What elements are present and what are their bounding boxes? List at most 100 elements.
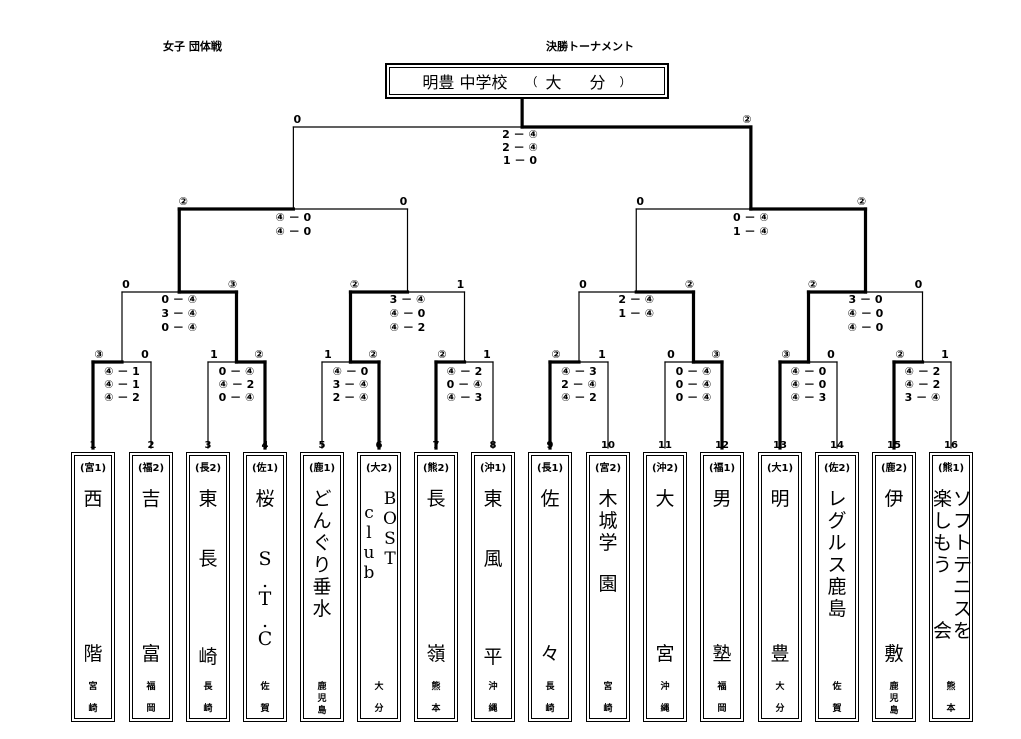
r1-match-score: 0 － ④ — [676, 365, 712, 378]
team-location: 宮 崎 — [88, 682, 98, 714]
team-box: (熊1)ソフトテニスを楽しもう会熊 本 — [929, 452, 973, 722]
team-pref-seed: (熊2) — [422, 463, 450, 474]
team-number: 5 — [318, 440, 326, 451]
team-number: 4 — [261, 440, 269, 451]
r2-match-score: 0 － ④ — [161, 321, 197, 334]
r1-match-label-right: 0 — [827, 348, 835, 361]
r2-match-label-left: ② — [350, 278, 359, 291]
sf-match-label-right: ② — [857, 195, 866, 208]
team-pref-seed: (宮2) — [594, 463, 622, 474]
r1-match-score: ④ － 0 — [333, 365, 369, 378]
team-box: (熊2) 長嶺熊 本 — [414, 452, 458, 722]
team-number: 3 — [204, 440, 212, 451]
team-box: (沖1) 東風平沖 縄 — [471, 452, 515, 722]
r1-match-label-left: ② — [551, 348, 560, 361]
team-name: 明豊 — [770, 488, 790, 665]
team-pref-seed: (長1) — [536, 463, 564, 474]
r1-match-score: 2 － ④ — [561, 378, 597, 391]
r2-match-label-right: ③ — [228, 278, 237, 291]
team-location: 福 岡 — [146, 682, 156, 714]
team-pref-seed: (長2) — [194, 463, 222, 474]
team-name: 吉富 — [141, 488, 161, 665]
team-pref-seed: (佐2) — [823, 463, 851, 474]
sf-match-score: 0 － ④ — [733, 211, 769, 224]
team-number: 9 — [546, 440, 554, 451]
team-location: 佐 賀 — [260, 682, 270, 714]
team-pref-seed: (沖2) — [651, 463, 679, 474]
r1-match-label-left: ② — [437, 348, 446, 361]
team-location: 宮 崎 — [603, 682, 613, 714]
team-number: 2 — [147, 440, 155, 451]
r2-match-score: 2 － ④ — [618, 293, 654, 306]
r1-match-score: ④ － 2 — [905, 378, 941, 391]
team-box: (宮1)西階宮 崎 — [71, 452, 115, 722]
r1-match-label-right: ② — [254, 348, 263, 361]
r1-match-label-right: 1 — [598, 348, 606, 361]
team-number: 11 — [658, 440, 672, 451]
team-location: 沖 縄 — [660, 682, 670, 714]
team-name: 長嶺 — [426, 488, 446, 665]
team-name: 東長崎 — [198, 488, 218, 668]
r1-match-score: ④ － 3 — [447, 391, 483, 404]
team-pref-seed: (福2) — [137, 463, 165, 474]
r1-match-score: ④ － 1 — [104, 365, 140, 378]
r1-match-label-right: ② — [368, 348, 377, 361]
sf-match-score: 1 － ④ — [733, 225, 769, 238]
team-location: 鹿児島 — [317, 682, 327, 716]
team-location: 鹿児島 — [889, 682, 899, 716]
champion-name: 明豊 中学校 — [422, 73, 508, 92]
r2-match-label-left: 0 — [122, 278, 130, 291]
r2-match-label-left: ② — [808, 278, 817, 291]
r1-match-label-left: 0 — [667, 348, 675, 361]
team-pref-seed: (大1) — [766, 463, 794, 474]
team-box: (福1)男塾福 岡 — [700, 452, 744, 722]
r1-match-score: 0 － ④ — [219, 365, 255, 378]
team-name: どんぐり垂水 — [312, 488, 332, 620]
team-box: (宮2)木城学園宮 崎 — [586, 452, 630, 722]
r1-match-score: ④ － 2 — [905, 365, 941, 378]
team-number: 13 — [773, 440, 787, 451]
team-name: 男塾 — [712, 488, 732, 665]
team-pref-seed: (沖1) — [479, 463, 507, 474]
r1-match-score: ④ － 2 — [219, 378, 255, 391]
team-box: (福2) 吉富福 岡 — [129, 452, 173, 722]
team-name: 大宮 — [655, 488, 675, 665]
team-number: 15 — [887, 440, 901, 451]
r1-match-label-right: ③ — [711, 348, 720, 361]
team-location: 長 崎 — [545, 682, 555, 714]
team-number: 7 — [432, 440, 440, 451]
team-name: 伊敷 — [884, 488, 904, 665]
team-number: 14 — [830, 440, 844, 451]
r1-match-label-right: 0 — [141, 348, 149, 361]
team-location: 沖 縄 — [488, 682, 498, 714]
team-number: 10 — [601, 440, 615, 451]
r1-match-score: 0 － ④ — [219, 391, 255, 404]
final-match-label-right: ② — [742, 113, 751, 126]
team-name: 佐々 — [540, 488, 560, 665]
team-box: (佐2)レグルス鹿島佐 賀 — [815, 452, 859, 722]
team-location: 熊 本 — [431, 682, 441, 714]
r1-match-label-left: 1 — [324, 348, 332, 361]
team-name: 東風平 — [483, 488, 503, 668]
r2-match-score: 1 － ④ — [618, 307, 654, 320]
r1-match-score: 0 － ④ — [447, 378, 483, 391]
sf-match-label-left: 0 — [636, 195, 644, 208]
team-pref-seed: (熊1) — [937, 463, 965, 474]
r1-match-score: ④ － 2 — [104, 391, 140, 404]
team-name: 西階 — [83, 488, 103, 665]
r2-match-score: ④ － 0 — [848, 307, 884, 320]
team-location: 福 岡 — [717, 682, 727, 714]
event-title: 決勝トーナメント — [546, 40, 634, 53]
final-match-label-left: 0 — [294, 113, 302, 126]
r1-match-label-right: 1 — [941, 348, 949, 361]
sf-match-score: ④ － 0 — [276, 211, 312, 224]
team-box: (沖2) 大宮沖 縄 — [643, 452, 687, 722]
team-number: 8 — [489, 440, 497, 451]
sf-match-label-right: 0 — [400, 195, 408, 208]
r1-match-label-left: 1 — [210, 348, 218, 361]
r1-match-score: ④ － 3 — [791, 391, 827, 404]
team-pref-seed: (佐1) — [251, 463, 279, 474]
r1-match-score: ④ － 2 — [561, 391, 597, 404]
